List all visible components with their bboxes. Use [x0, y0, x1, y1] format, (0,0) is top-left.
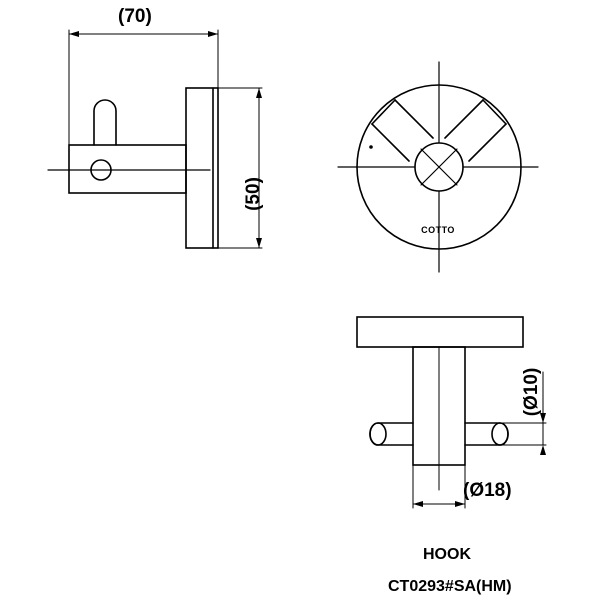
side-wall-plate: [185, 87, 219, 249]
dim-post-diameter-label: (Ø18): [463, 480, 512, 501]
product-code: CT0293#SA(HM): [388, 578, 512, 595]
top-plate: [356, 316, 524, 348]
side-arm: [68, 144, 187, 194]
arrow-hook-bottom: [540, 445, 546, 455]
arrow-hook-top: [540, 413, 546, 423]
front-dot-mark: [369, 145, 373, 149]
top-view: [356, 316, 547, 509]
top-right-hook: [464, 422, 509, 446]
brand-logo: COTTO: [421, 225, 455, 235]
arrow-depth-left: [69, 31, 79, 37]
side-hook-pin: [93, 99, 117, 146]
top-left-hook-end: [369, 422, 387, 446]
arrow-height-bottom: [256, 238, 262, 248]
dim-depth-label: (70): [118, 6, 152, 27]
dim-hook-diameter-label: (Ø10): [521, 368, 542, 417]
front-right-arm: [444, 99, 507, 162]
product-name: HOOK: [423, 546, 471, 563]
side-view: [47, 29, 263, 249]
front-left-arm: [371, 99, 434, 162]
dim-height-label: (50): [243, 177, 264, 211]
front-view: [337, 61, 539, 273]
top-left-hook: [369, 422, 414, 446]
front-post-diag-2: [420, 148, 458, 186]
front-left-arm-tip: [371, 99, 396, 125]
arrow-depth-right: [208, 31, 218, 37]
front-right-arm-tip: [482, 99, 507, 125]
arrow-post-right: [455, 501, 465, 507]
arrow-post-left: [413, 501, 423, 507]
arrow-height-top: [256, 88, 262, 98]
top-right-hook-end: [491, 422, 509, 446]
front-plate-circle: [356, 84, 522, 250]
